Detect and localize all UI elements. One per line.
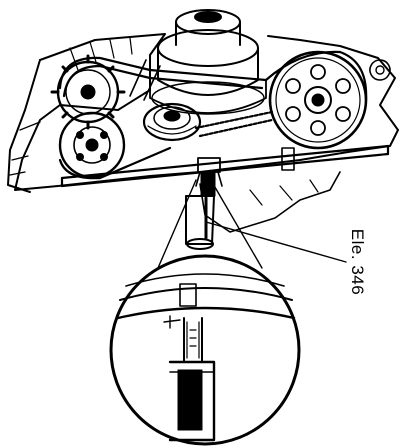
center-pulley bbox=[142, 102, 202, 142]
detail-magnifier bbox=[109, 254, 301, 446]
timing-belt bbox=[58, 50, 368, 180]
callout-leader-line bbox=[205, 221, 347, 263]
callout-label: Ele. 346 bbox=[348, 228, 367, 296]
dial-gauge-tool bbox=[185, 157, 223, 250]
left-lower-gear bbox=[58, 111, 126, 179]
timing-bar bbox=[60, 59, 390, 188]
pump-housing bbox=[149, 9, 267, 115]
